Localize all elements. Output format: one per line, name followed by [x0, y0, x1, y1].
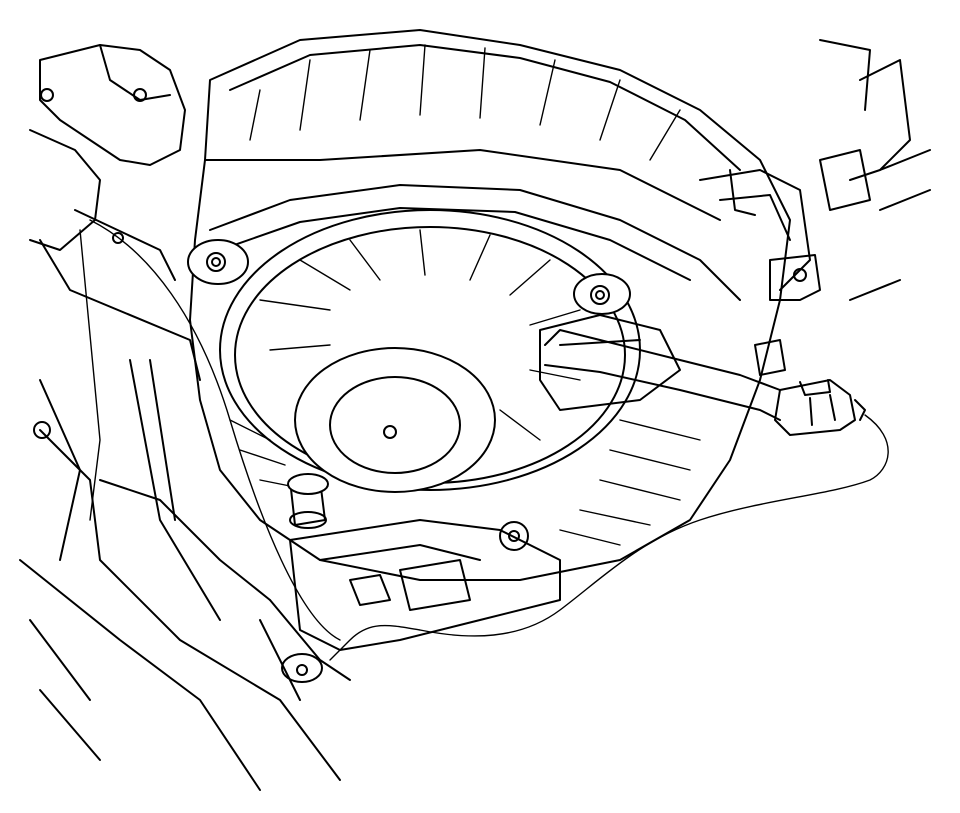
mounting-screws [187, 239, 631, 683]
mounting-screw [187, 239, 249, 285]
bracket-bolt [112, 232, 124, 244]
motor-hub [294, 347, 496, 493]
panel-fastener [33, 421, 51, 439]
mounting-screw [281, 653, 323, 683]
upper-connector-plate [539, 254, 821, 411]
plate-bolt [793, 268, 807, 282]
electrical-connector [774, 379, 866, 436]
cooling-tube [287, 473, 329, 529]
bracket-bolt [40, 88, 54, 102]
blower-lower-cover [259, 519, 561, 701]
instrument-panel-structure [19, 39, 931, 791]
mounting-screw [573, 273, 631, 315]
wiring-harness [79, 219, 889, 661]
motor-shaft [383, 425, 397, 439]
bracket-bolt [133, 88, 147, 102]
upper-left-bracket [29, 44, 186, 281]
blower-motor-housing [189, 29, 871, 581]
blower-motor [219, 209, 641, 493]
